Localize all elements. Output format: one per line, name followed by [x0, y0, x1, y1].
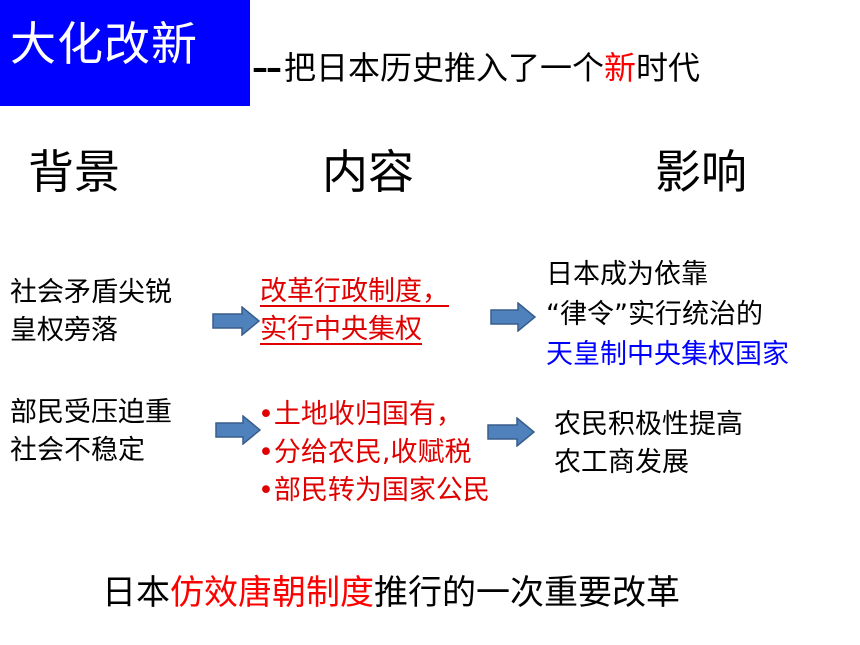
subtitle-text-post: 时代 [636, 49, 701, 87]
summary-highlight: 仿效唐朝制度 [170, 573, 374, 613]
row2-content: •土地收归国有， •分给农民,收赋税 •部民转为国家公民 [258, 396, 490, 510]
right-arrow-icon [490, 302, 536, 332]
row2-impact-line2: 农工商发展 [554, 447, 689, 478]
right-arrow-icon [487, 417, 535, 447]
row1-background-line2: 皇权旁落 [10, 315, 118, 346]
row1-content-line2: 实行中央集权 [260, 314, 422, 345]
subtitle-highlight: 新 [604, 49, 637, 87]
row2-content-line2: •分给农民,收赋税 [258, 437, 472, 468]
summary-post: 推行的一次重要改革 [374, 573, 680, 613]
slide-subtitle: ––把日本历史推入了一个新时代 [252, 46, 700, 90]
subtitle-dash: –– [252, 49, 282, 87]
right-arrow-icon [215, 415, 261, 445]
row1-background: 社会矛盾尖锐 皇权旁落 [10, 274, 172, 350]
slide-title: 大化改新 [10, 17, 198, 71]
row2-content-line3: •部民转为国家公民 [258, 475, 490, 506]
row2-background-line1: 部民受压迫重 [10, 397, 172, 428]
row2-content-line1: •土地收归国有， [258, 399, 463, 430]
heading-impact: 影响 [655, 145, 747, 199]
row2-impact: 农民积极性提高 农工商发展 [554, 406, 743, 482]
row1-impact-line2: “律令”实行统治的 [546, 299, 763, 330]
row1-content: 改革行政制度， 实行中央集权 [260, 273, 449, 349]
summary-pre: 日本 [102, 573, 170, 613]
row2-background-line2: 社会不稳定 [10, 435, 145, 466]
right-arrow-icon [212, 306, 260, 336]
title-banner: 大化改新 [0, 0, 250, 106]
row2-impact-line1: 农民积极性提高 [554, 409, 743, 440]
row1-content-line1: 改革行政制度， [260, 276, 449, 307]
row1-impact-line1: 日本成为依靠 [546, 259, 708, 290]
row2-background: 部民受压迫重 社会不稳定 [10, 394, 172, 470]
row1-impact: 日本成为依靠 “律令”实行统治的 天皇制中央集权国家 [546, 255, 789, 375]
summary-statement: 日本仿效唐朝制度推行的一次重要改革 [102, 568, 680, 618]
row1-background-line1: 社会矛盾尖锐 [10, 277, 172, 308]
heading-background: 背景 [28, 145, 120, 199]
row1-impact-line3: 天皇制中央集权国家 [546, 339, 789, 370]
heading-content: 内容 [322, 145, 414, 199]
subtitle-text-pre: 把日本历史推入了一个 [284, 49, 605, 87]
